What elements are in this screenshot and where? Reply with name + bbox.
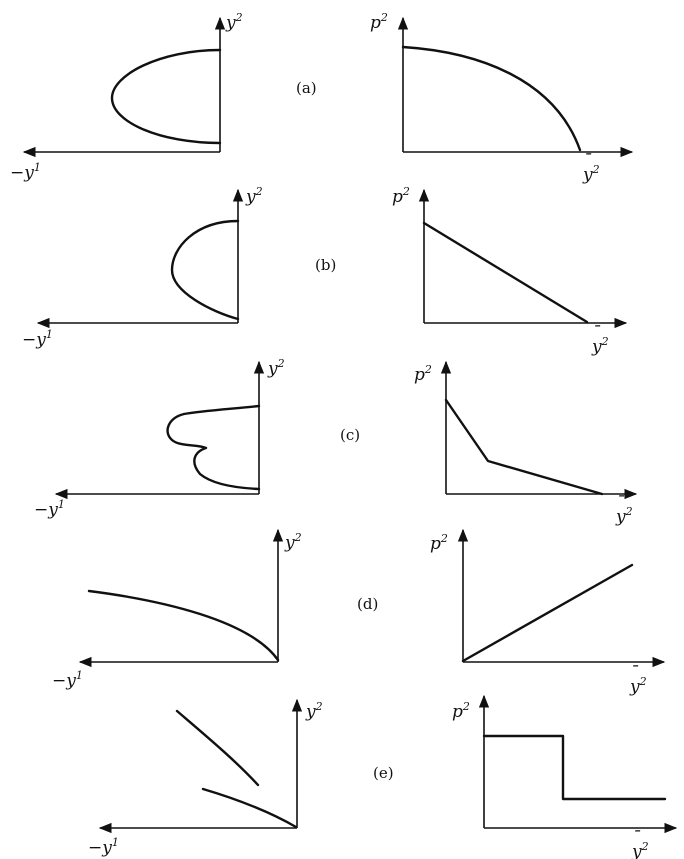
e-p2-label: p2	[452, 700, 470, 722]
d-p2-label: p2	[430, 532, 448, 554]
a-y2-label: y2	[225, 11, 243, 33]
panel-a: y2 −y1 (a) p2 y2 ¯	[10, 11, 634, 185]
panel-e: y2 −y1 (e) p2 y2 ¯	[88, 694, 678, 859]
c-ybar2-label: y2	[615, 505, 633, 527]
d-y2-label: y2	[284, 531, 302, 553]
a-left-curve	[110, 48, 222, 145]
c-p2-label: p2	[414, 363, 432, 385]
panel-label-b: (b)	[315, 256, 336, 274]
d-ybar-mark: ¯	[630, 663, 639, 683]
b-right-line	[422, 221, 589, 324]
b-neg-y1-label: −y1	[22, 328, 53, 350]
c-neg-y1-label: −y1	[34, 498, 65, 520]
panel-label-a: (a)	[296, 79, 317, 97]
c-right-kinked-line	[444, 398, 604, 496]
panel-label-e: (e)	[373, 764, 394, 782]
a-ybar2-label: y2	[582, 163, 600, 185]
c-ybar-mark: ¯	[616, 493, 625, 513]
panel-b: y2 −y1 (b) p2 y2 ¯	[22, 185, 628, 357]
b-ybar2-label: y2	[591, 335, 609, 357]
panel-c: y2 −y1 (c) p2 y2 ¯	[34, 357, 638, 527]
e-ybar-mark: ¯	[632, 828, 641, 848]
e-y2-label: y2	[305, 700, 323, 722]
c-y2-label: y2	[267, 357, 285, 379]
a-right-curve	[401, 45, 582, 152]
d-ybar2-label: y2	[629, 675, 647, 697]
e-left-lower-curve	[201, 787, 298, 829]
d-neg-y1-label: −y1	[52, 669, 83, 691]
panel-d: y2 −y1 (d) p2 y2 ¯	[52, 528, 666, 697]
a-ybar-mark: ¯	[583, 151, 592, 171]
a-p2-label: p2	[370, 11, 388, 33]
b-p2-label: p2	[392, 185, 410, 207]
e-ybar2-label: y2	[631, 840, 649, 859]
d-right-line	[461, 563, 634, 663]
e-left-upper-curve	[175, 709, 260, 787]
e-right-step-line	[482, 734, 667, 801]
e-neg-y1-label: −y1	[88, 836, 119, 858]
c-left-curve	[166, 404, 261, 491]
panel-label-c: (c)	[340, 426, 360, 444]
a-neg-y1-label: −y1	[10, 161, 41, 183]
panel-label-d: (d)	[357, 595, 378, 613]
b-ybar-mark: ¯	[592, 323, 601, 343]
b-y2-label: y2	[245, 185, 263, 207]
b-left-curve	[170, 219, 240, 321]
d-left-curve	[87, 589, 280, 662]
